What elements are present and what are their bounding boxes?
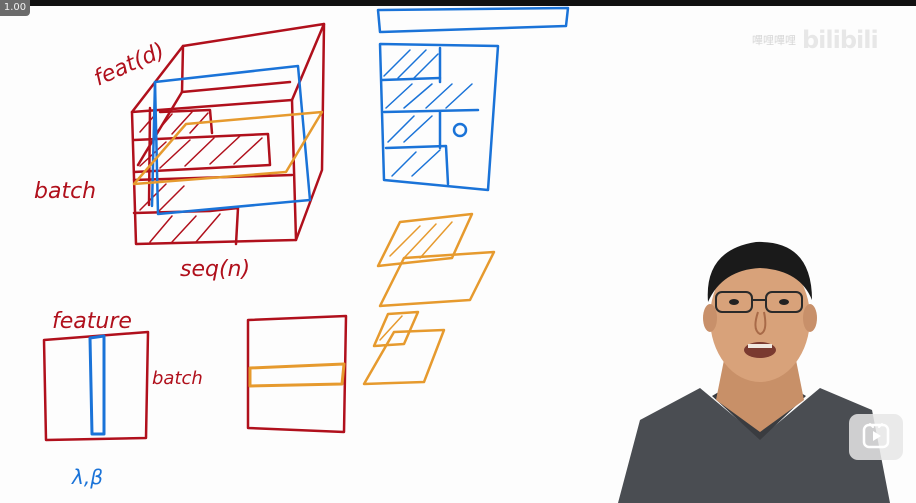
batch-orange-row [248, 362, 346, 388]
label-batch-bottom: batch [152, 368, 203, 389]
feature-batch-rect [42, 330, 150, 442]
blue-hatching [383, 49, 473, 177]
batch-rect-2 [246, 314, 348, 434]
playback-speed-badge[interactable]: 1.00 [0, 0, 30, 16]
top-bar [0, 0, 916, 6]
feature-blue-column [88, 334, 106, 436]
label-seq-n: seq(n) [180, 257, 250, 282]
watermark-text: 嗶哩嗶哩 [752, 34, 796, 47]
cube-blue-slice [150, 64, 312, 216]
play-icon [862, 423, 890, 449]
cube-hatching [139, 111, 263, 243]
orange-hatching [379, 221, 453, 341]
blue-block-diagram [376, 6, 570, 192]
label-feature: feature [52, 309, 132, 334]
play-button[interactable] [849, 414, 903, 460]
label-batch-top: batch [34, 179, 96, 204]
cube-orange-slice [132, 110, 324, 186]
bilibili-watermark: 嗶哩嗶哩 bilibili [752, 22, 916, 58]
orange-parallelograms [362, 212, 496, 386]
label-lambda-beta: λ,β [71, 465, 103, 489]
bilibili-logo: bilibili [802, 26, 879, 54]
